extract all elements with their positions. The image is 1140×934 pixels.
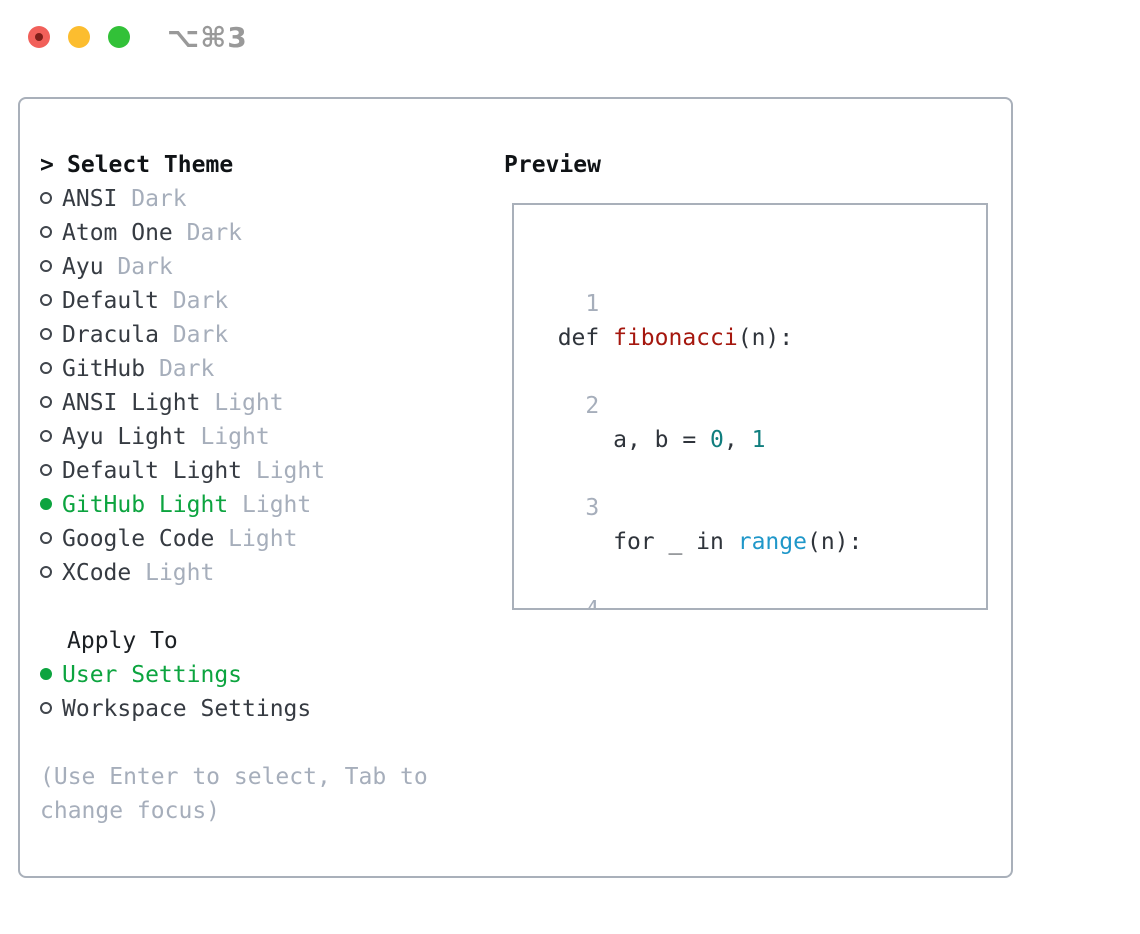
code-token: 0	[710, 427, 724, 453]
theme-option-ansi-light[interactable]: ANSI Light Light	[40, 386, 470, 420]
minimize-button-icon[interactable]	[68, 26, 90, 48]
code-line: 4 a, b = b, a + b	[530, 559, 986, 610]
code-preview: 1 def fibonacci(n): 2 a, b = 0, 1 3 for …	[530, 253, 986, 610]
radio-icon	[40, 327, 52, 340]
focus-caret-icon: >	[40, 152, 54, 178]
theme-option-github-light[interactable]: GitHub Light Light	[40, 488, 470, 522]
zoom-button-icon[interactable]	[108, 26, 130, 48]
radio-icon	[40, 429, 52, 442]
code-token: def	[557, 325, 614, 351]
line-number: 4	[585, 597, 600, 610]
theme-option-ayu-light[interactable]: Ayu Light Light	[40, 420, 470, 454]
code-token: ,	[723, 427, 752, 453]
apply-option-user-settings[interactable]: User Settings	[40, 658, 470, 692]
code-token: a, b =	[557, 427, 711, 453]
theme-option-ansi[interactable]: ANSI Dark	[40, 182, 470, 216]
traffic-lights	[28, 26, 130, 48]
line-number: 1	[585, 291, 600, 317]
radio-icon	[40, 701, 52, 714]
radio-icon	[40, 361, 52, 374]
code-token: range	[737, 529, 807, 555]
theme-option-google-code[interactable]: Google Code Light	[40, 522, 470, 556]
radio-icon	[40, 225, 52, 238]
spacer	[40, 726, 470, 760]
radio-selected-icon	[40, 497, 52, 510]
radio-icon	[40, 463, 52, 476]
radio-icon	[40, 191, 52, 204]
select-theme-header: > Select Theme	[40, 148, 470, 182]
preview-box: 1 def fibonacci(n): 2 a, b = 0, 1 3 for …	[512, 203, 988, 610]
code-line: 2 a, b = 0, 1	[530, 355, 986, 457]
theme-option-github[interactable]: GitHub Dark	[40, 352, 470, 386]
radio-icon	[40, 293, 52, 306]
theme-picker-column: > Select Theme ANSI Dark Atom One Dark Ay…	[40, 148, 470, 828]
theme-option-xcode[interactable]: XCode Light	[40, 556, 470, 590]
close-button-icon[interactable]	[28, 26, 50, 48]
spacer	[40, 590, 470, 624]
keyboard-hint: (Use Enter to select, Tab to change focu…	[40, 764, 428, 824]
code-line: 3 for _ in range(n):	[530, 457, 986, 559]
code-line: 1 def fibonacci(n):	[530, 253, 986, 355]
radio-icon	[40, 395, 52, 408]
radio-icon	[40, 259, 52, 272]
titlebar: ⌥⌘3	[0, 0, 1140, 76]
radio-icon	[40, 531, 52, 544]
theme-option-default[interactable]: Default Dark	[40, 284, 470, 318]
window-title: ⌥⌘3	[167, 21, 248, 54]
theme-list: ANSI Dark Atom One Dark Ayu Dark Default…	[40, 182, 470, 590]
theme-picker-panel: > Select Theme ANSI Dark Atom One Dark Ay…	[18, 97, 1013, 878]
code-token: 1	[751, 427, 766, 453]
apply-to-label: Apply To	[67, 628, 178, 654]
apply-to-header: Apply To	[40, 624, 470, 658]
apply-to-list: User Settings Workspace Settings	[40, 658, 470, 726]
apply-option-workspace-settings[interactable]: Workspace Settings	[40, 692, 470, 726]
radio-selected-icon	[40, 667, 52, 680]
code-token: (n):	[806, 529, 863, 555]
select-theme-label: Select Theme	[67, 152, 234, 178]
preview-label: Preview	[504, 152, 601, 178]
theme-option-atom-one[interactable]: Atom One Dark	[40, 216, 470, 250]
line-number: 2	[585, 393, 600, 419]
code-token: for _ in	[557, 529, 738, 555]
theme-option-dracula[interactable]: Dracula Dark	[40, 318, 470, 352]
theme-option-ayu[interactable]: Ayu Dark	[40, 250, 470, 284]
code-token: (n):	[737, 325, 794, 351]
radio-icon	[40, 565, 52, 578]
theme-option-default-light[interactable]: Default Light Light	[40, 454, 470, 488]
line-number: 3	[585, 495, 600, 521]
code-token: fibonacci	[613, 325, 738, 351]
